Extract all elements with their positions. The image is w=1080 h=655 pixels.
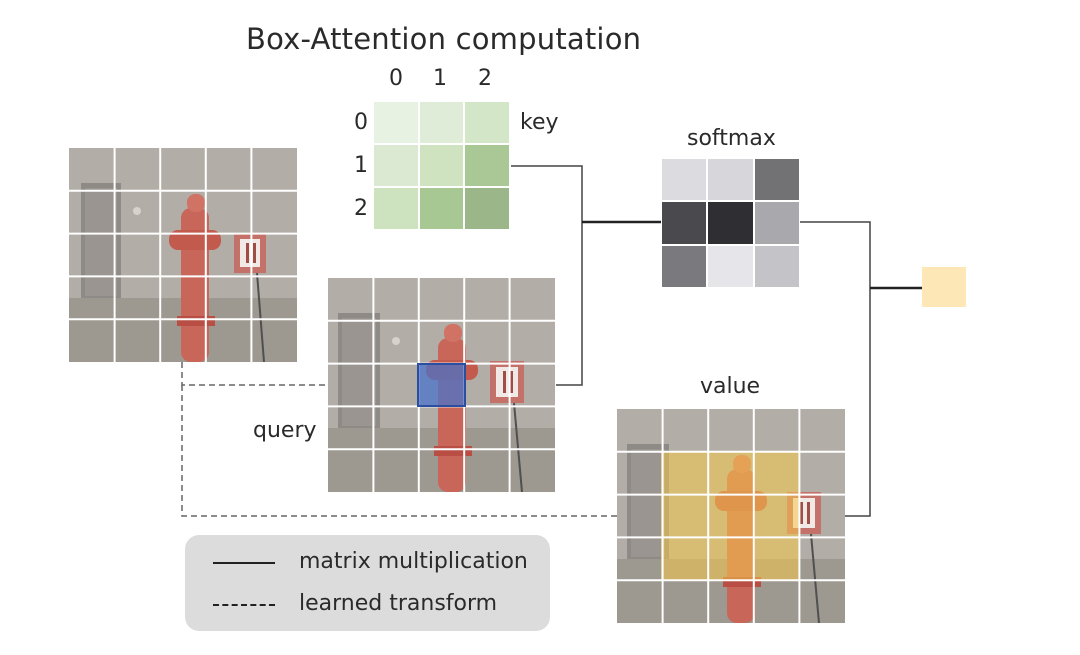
legend-dashed-label: learned transform: [299, 591, 497, 616]
legend-solid-label: matrix multiplication: [299, 549, 528, 574]
dashed-line-swatch: [213, 604, 275, 606]
legend: matrix multiplication learned transform: [185, 535, 550, 631]
solid-line-swatch: [213, 562, 275, 564]
